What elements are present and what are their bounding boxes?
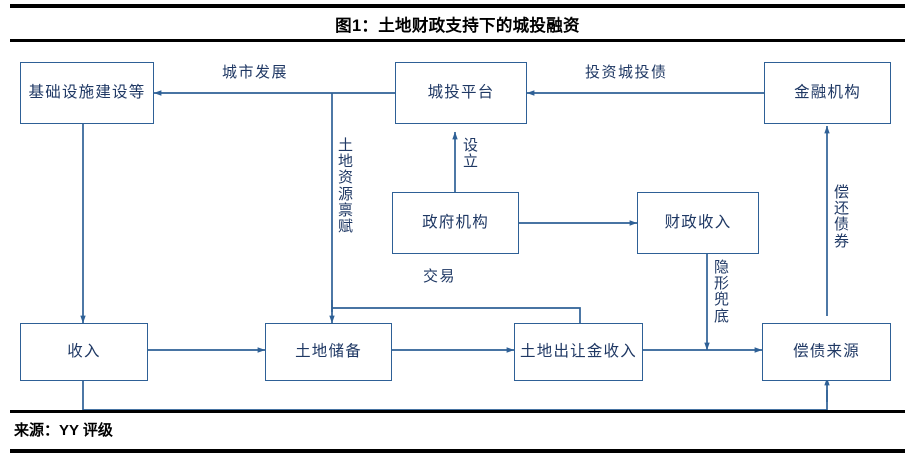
edge-label-urban-development: 城市发展 — [222, 65, 289, 81]
bottom-rule — [10, 449, 905, 453]
edge-label-transaction: 交易 — [423, 269, 457, 285]
source-note: 来源：YY 评级 — [14, 422, 113, 439]
node-revenue[interactable]: 收入 — [20, 323, 148, 381]
edge-label-invest-bond: 投资城投债 — [585, 65, 668, 81]
edge-label-establish: 设立 — [462, 138, 478, 171]
top-rule — [10, 4, 905, 8]
edge-label-repay-bond: 偿还债券 — [833, 185, 849, 250]
diagram-connectors — [80, 90, 830, 410]
node-platform[interactable]: 城投平台 — [395, 62, 527, 124]
node-government[interactable]: 政府机构 — [392, 192, 519, 254]
node-fiscal[interactable]: 财政收入 — [637, 192, 759, 254]
node-landreserve[interactable]: 土地储备 — [265, 323, 392, 381]
edge-label-implicit-guarantee: 隐形兜底 — [713, 260, 729, 325]
node-landsale[interactable]: 土地出让金收入 — [514, 323, 643, 381]
node-infra[interactable]: 基础设施建设等 — [20, 62, 154, 124]
edge-label-land-endowment: 土地资源禀赋 — [337, 138, 353, 235]
figure-title: 图1：土地财政支持下的城投融资 — [335, 17, 580, 35]
diagram-canvas: 基础设施建设等 城投平台 金融机构 政府机构 财政收入 收入 土地储备 土地出让… — [0, 42, 915, 410]
title-underline — [10, 39, 905, 42]
source-rule-top — [10, 410, 905, 413]
node-repaysource[interactable]: 偿债来源 — [762, 323, 891, 381]
edge-revenue-to-repaysource-return — [82, 381, 828, 410]
edge-transaction — [332, 307, 581, 323]
node-institution[interactable]: 金融机构 — [764, 62, 891, 124]
